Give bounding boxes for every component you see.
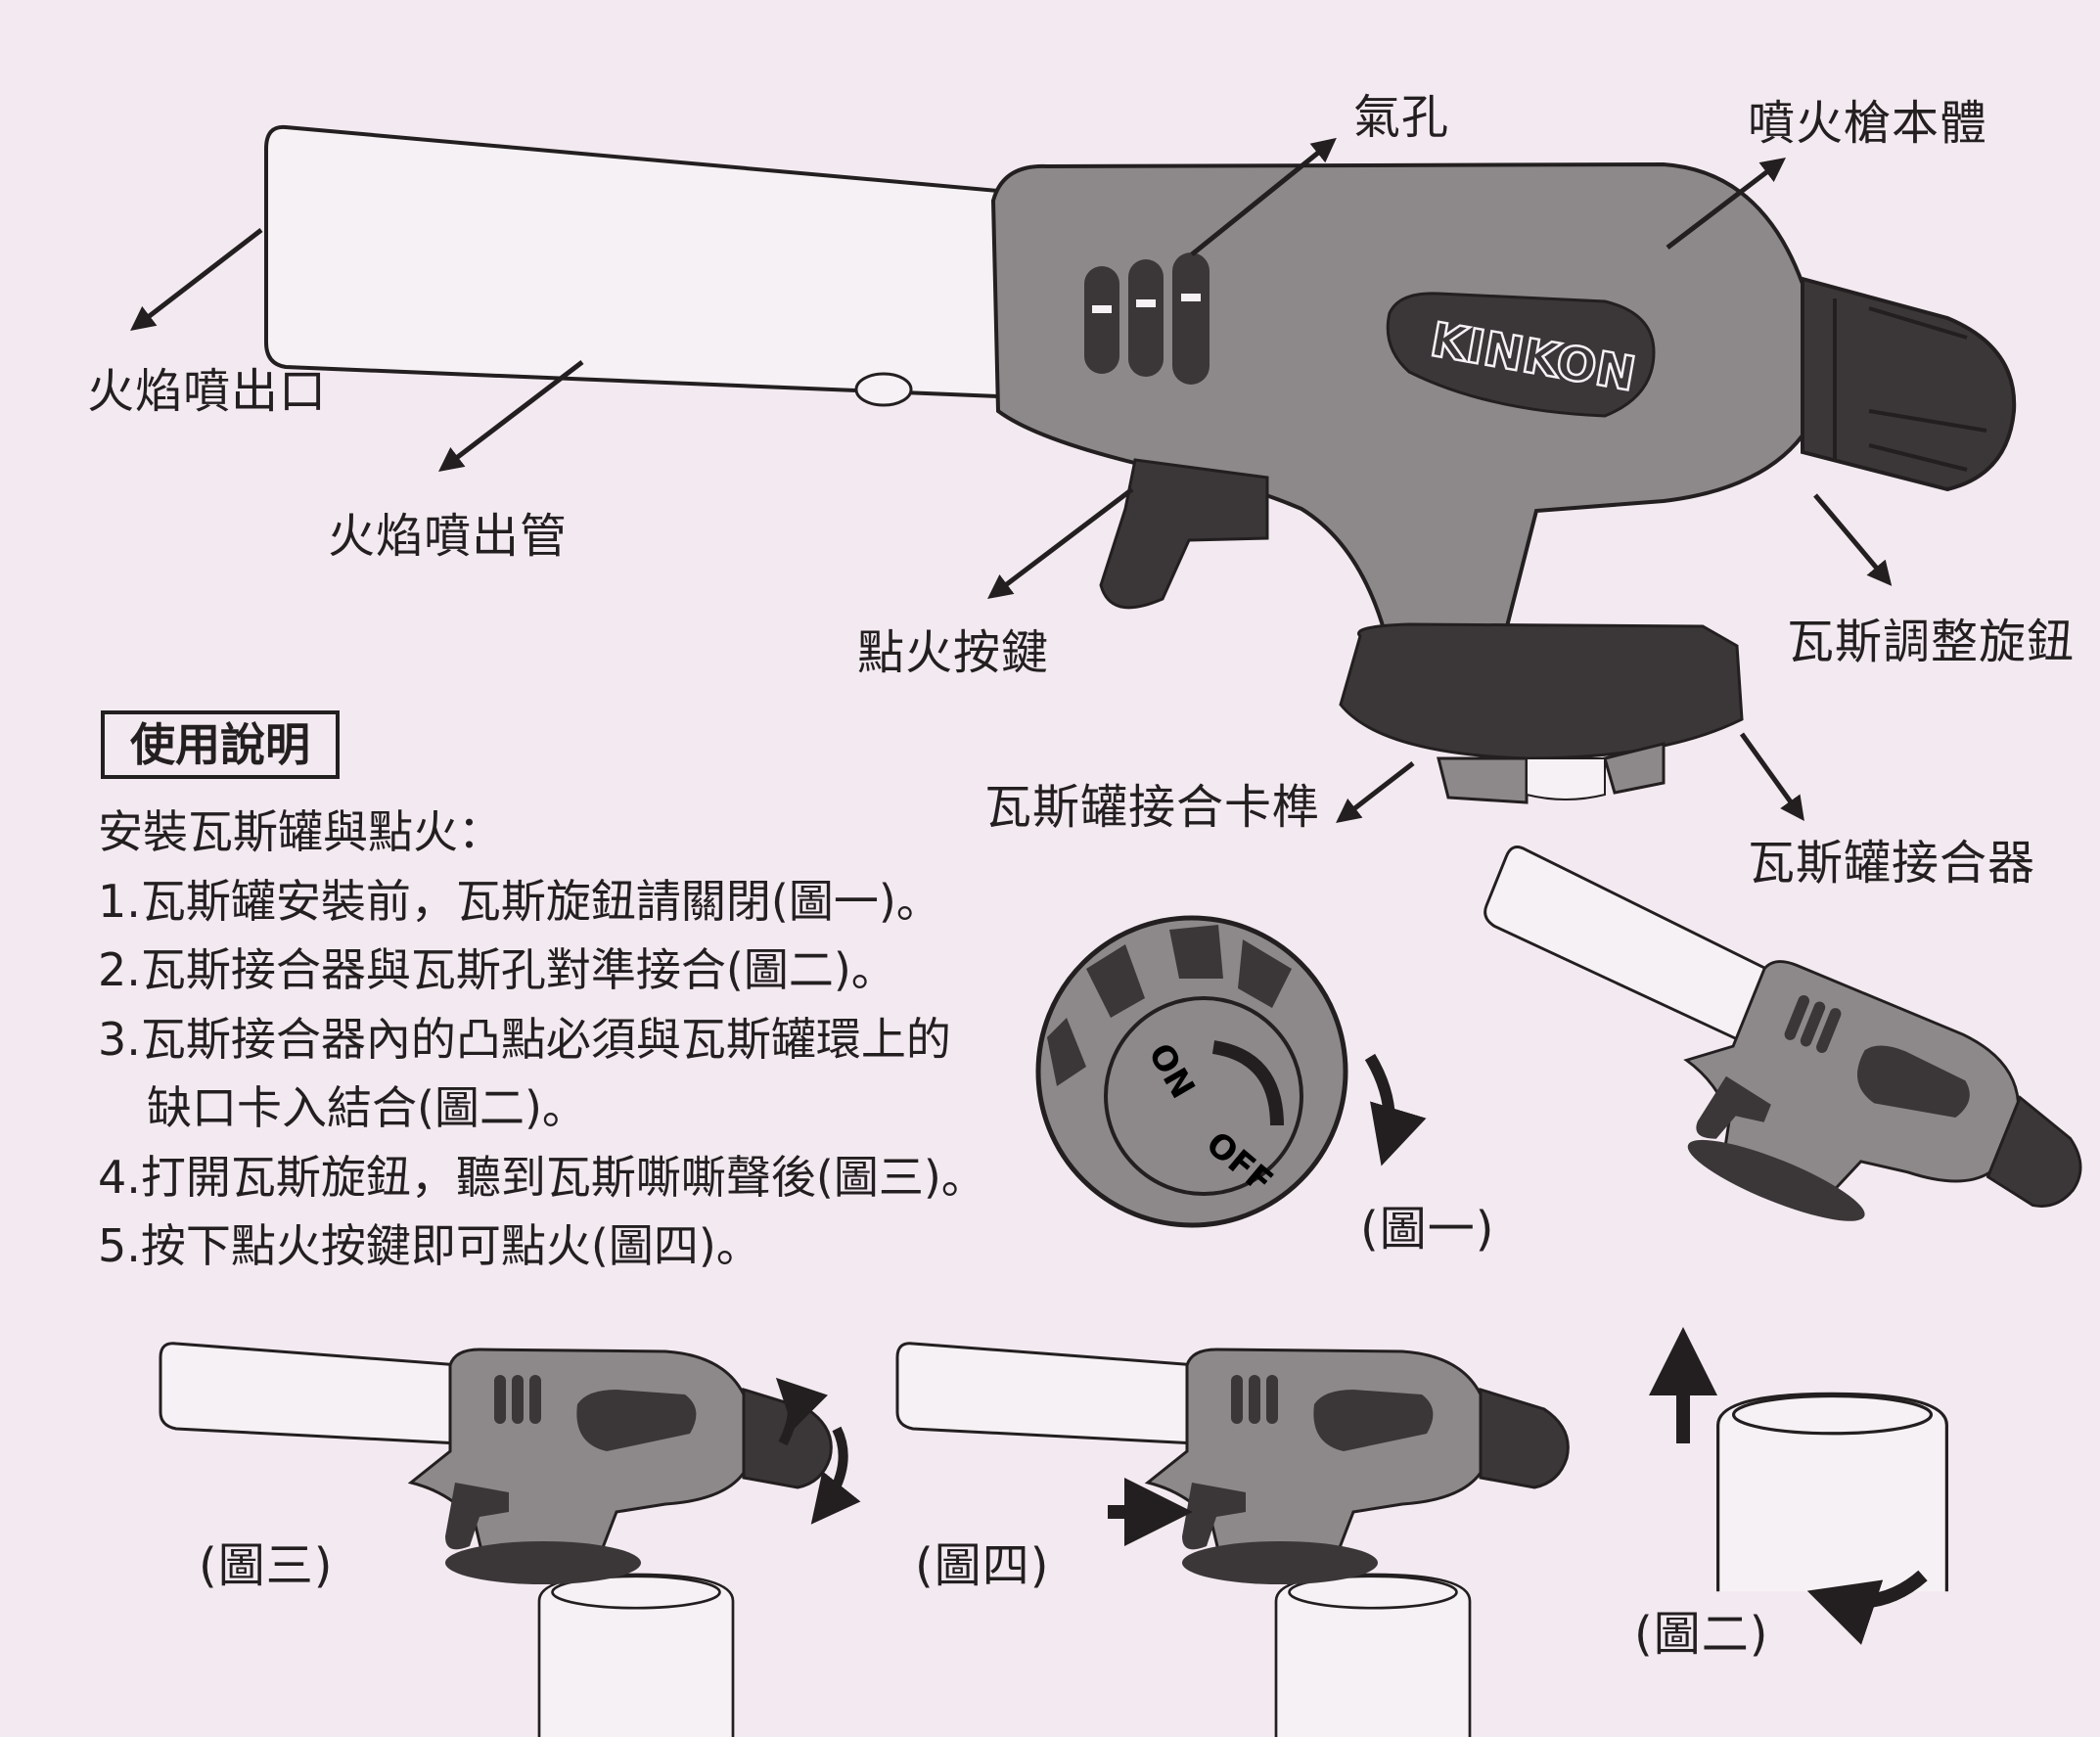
figure-2-caption: (圖二) xyxy=(1634,1607,1769,1662)
instructions-title: 使用說明 xyxy=(101,710,340,779)
label-can-adapter: 瓦斯罐接合器 xyxy=(1748,836,2036,891)
gas-knob xyxy=(1801,276,2017,492)
figure-4-caption: (圖四) xyxy=(915,1538,1050,1593)
figure-3 xyxy=(159,1342,861,1737)
step-5: 5.按下點火按鍵即可點火(圖四)。 xyxy=(98,1219,761,1272)
label-flame-tube: 火焰噴出管 xyxy=(328,509,569,564)
label-air-hole: 氣孔 xyxy=(1353,90,1450,145)
label-flame-outlet: 火焰噴出口 xyxy=(87,364,328,419)
label-can-latch: 瓦斯罐接合卡榫 xyxy=(984,780,1321,835)
step-4: 4.打開瓦斯旋鈕，聽到瓦斯嘶嘶聲後(圖三)。 xyxy=(98,1150,986,1204)
step-3-cont: 缺口卡入結合(圖二)。 xyxy=(147,1081,587,1134)
step-2: 2.瓦斯接合器與瓦斯孔對準接合(圖二)。 xyxy=(98,943,896,996)
logo-plate xyxy=(1386,292,1656,418)
figure-4 xyxy=(895,1342,1570,1737)
ignition-trigger xyxy=(1099,458,1269,610)
can-adapter-ring xyxy=(1339,622,1744,760)
figure-1-caption: (圖一) xyxy=(1360,1202,1495,1257)
label-gas-knob: 瓦斯調整旋鈕 xyxy=(1787,615,2076,669)
flame-tube xyxy=(264,124,1000,399)
label-torch-body: 噴火槍本體 xyxy=(1748,96,1988,151)
main-torch: KINKON xyxy=(264,124,2017,804)
figure-1-knob: ON OFF xyxy=(1035,915,1427,1228)
step-3: 3.瓦斯接合器內的凸點必須與瓦斯罐環上的 xyxy=(98,1012,951,1066)
instructions-list: 安裝瓦斯罐與點火： 1.瓦斯罐安裝前，瓦斯旋鈕請關閉(圖一)。 2.瓦斯接合器與… xyxy=(98,798,986,1281)
callout-arrows xyxy=(130,137,1893,824)
figure-3-caption: (圖三) xyxy=(199,1538,334,1593)
can-latch xyxy=(1437,742,1666,804)
figure-2 xyxy=(1422,842,2100,1645)
step-1: 1.瓦斯罐安裝前，瓦斯旋鈕請關閉(圖一)。 xyxy=(98,874,941,928)
label-ignition-button: 點火按鍵 xyxy=(857,625,1050,680)
instructions-subtitle: 安裝瓦斯罐與點火： xyxy=(98,805,503,858)
